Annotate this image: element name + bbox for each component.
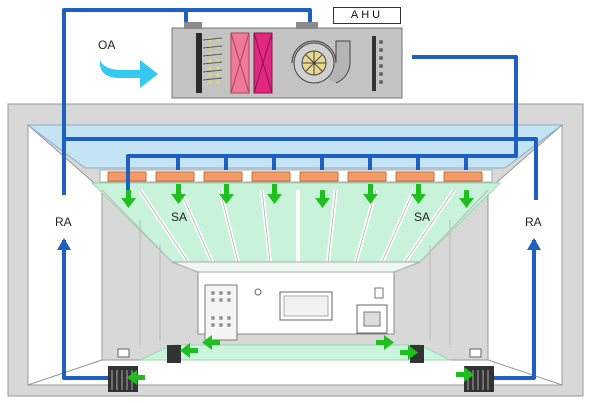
sa-right-label: SA: [414, 210, 431, 224]
ra-left-label: RA: [55, 215, 72, 229]
supply-air-arrows: [121, 184, 474, 208]
oa-label: OA: [98, 38, 116, 52]
ceiling-panel: [99, 169, 493, 183]
sa-left-label: SA: [171, 210, 188, 224]
ceiling-plenum: [26, 124, 564, 169]
ra-right-arrow: [527, 238, 541, 250]
outlet: [117, 348, 130, 358]
ra-right-label: RA: [525, 215, 542, 229]
room-structure: [101, 189, 489, 345]
outside-air-arrow: [99, 60, 158, 88]
ra-left-arrow: [57, 238, 71, 250]
mixing-section: [202, 37, 223, 81]
pass-box-grille: [211, 291, 231, 327]
duct-network: [62, 8, 538, 380]
ahu-label: AHU: [333, 7, 401, 24]
outlet: [469, 348, 482, 358]
room-floor: [139, 344, 451, 361]
ahu-outlet-left: [184, 22, 202, 29]
wall-clock: [254, 288, 262, 296]
ahu-unit: [171, 27, 403, 99]
floor: [27, 359, 563, 386]
return-air-arrows: [127, 335, 474, 385]
ahu-outlet-right: [296, 22, 318, 29]
